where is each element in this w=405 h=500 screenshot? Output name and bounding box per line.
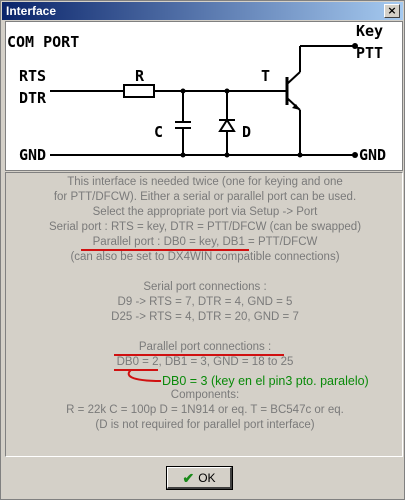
green-annotation: DB0 = 3 (key en el pin3 pto. paralelo): [162, 374, 369, 388]
text-line: D9 -> RTS = 7, DTR = 4, GND = 5: [117, 296, 293, 308]
text-line: R = 22k C = 100p D = 1N914 or eq. T = BC…: [66, 404, 344, 416]
transistor-label: T: [261, 67, 271, 85]
ok-button[interactable]: ✔ OK: [166, 466, 233, 490]
com-port-label: COM PORT: [7, 33, 80, 51]
text-line: Select the appropriate port via Setup ->…: [92, 206, 318, 218]
red-arrow-curve: [127, 369, 162, 382]
text-line: This interface is needed twice (one for …: [67, 176, 343, 188]
dtr-label: DTR: [19, 89, 47, 107]
schematic-drawing: [50, 43, 358, 158]
rts-label: RTS: [19, 67, 47, 85]
window-title: Interface: [6, 4, 57, 18]
text-line: Parallel port : DB0 = key, DB1 = PTT/DFC…: [92, 236, 318, 248]
gnd-right-label: GND: [359, 146, 387, 164]
key-label: Key: [356, 22, 384, 40]
resistor-label: R: [135, 67, 145, 85]
text-line: (D is not required for parallel port int…: [95, 419, 315, 431]
text-line: DB0 = 2, DB1 = 3, GND = 18 to 25: [116, 356, 294, 368]
ok-button-label: OK: [198, 470, 216, 485]
text-line: for PTT/DFCW). Either a serial or parall…: [53, 191, 357, 203]
text-line: Serial port : RTS = key, DTR = PTT/DFCW …: [48, 221, 362, 233]
red-underline-parallel-port: [81, 249, 249, 251]
red-underline-db0: [114, 369, 158, 371]
schematic-diagram: COM PORT RTS DTR GND R C D T Key PTT GND: [5, 21, 403, 171]
ptt-label: PTT: [356, 44, 384, 62]
text-line: Parallel port connections :: [138, 341, 272, 353]
description-panel: This interface is needed twice (one for …: [5, 172, 403, 457]
capacitor-label: C: [154, 123, 164, 141]
text-line: Serial port connections :: [143, 281, 267, 293]
title-bar: Interface ×: [2, 2, 403, 20]
gnd-left-label: GND: [19, 146, 47, 164]
diode-label: D: [242, 123, 252, 141]
red-underline-parallel-connections: [114, 354, 284, 356]
text-line: (can also be set to DX4WIN compatible co…: [70, 251, 340, 263]
close-button[interactable]: ×: [384, 4, 400, 18]
text-line: D25 -> RTS = 4, DTR = 20, GND = 7: [111, 311, 299, 323]
text-line: Components:: [170, 389, 240, 401]
checkmark-icon: ✔: [182, 469, 195, 486]
